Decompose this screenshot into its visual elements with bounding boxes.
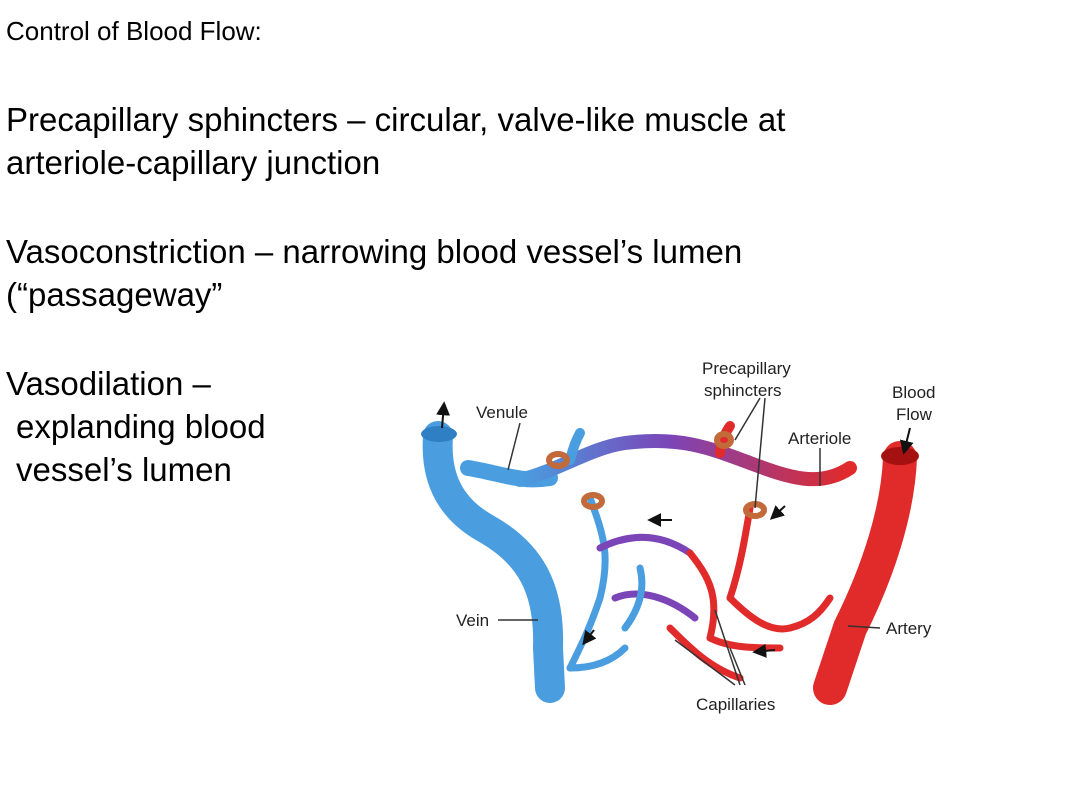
label-vein: Vein <box>456 611 489 630</box>
vasoconstriction-item: Vasoconstriction – narrowing blood vesse… <box>6 230 742 316</box>
precapillary-sphincters-item: Precapillary sphincters – circular, valv… <box>6 98 785 184</box>
label-artery: Artery <box>886 619 932 638</box>
label-leaders <box>498 397 881 686</box>
sphincter-ring <box>581 492 605 510</box>
venule-arteriole-vessel <box>513 421 857 487</box>
item-line: vessel’s lumen <box>16 451 232 488</box>
label-capillaries: Capillaries <box>696 695 775 714</box>
artery-vessel <box>813 441 919 705</box>
item-line: Precapillary sphincters – circular, valv… <box>6 101 786 138</box>
vasodilation-item: Vasodilation – explanding blood vessel’s… <box>6 362 266 491</box>
item-line: arteriole-capillary junction <box>6 144 381 181</box>
flow-arrows <box>436 401 914 658</box>
label-flow: Flow <box>896 405 933 424</box>
capillary-network <box>566 494 834 682</box>
item-line: Vasoconstriction – narrowing blood vesse… <box>6 233 743 270</box>
sphincter-ring <box>546 451 570 469</box>
label-precapillary: Precapillary <box>702 359 791 378</box>
item-line: (“passageway” <box>6 276 223 313</box>
label-venule: Venule <box>476 403 528 422</box>
label-blood: Blood <box>892 383 935 402</box>
label-sphincters: sphincters <box>704 381 781 400</box>
item-line: Vasodilation – <box>6 365 211 402</box>
slide-heading: Control of Blood Flow: <box>6 16 262 46</box>
vein-vessel <box>421 421 565 703</box>
blood-vessel-diagram: Venule Precapillary sphincters Blood Flo… <box>421 359 935 714</box>
sphincter-ring <box>714 431 734 449</box>
label-arteriole: Arteriole <box>788 429 851 448</box>
item-line: explanding blood <box>16 408 266 445</box>
